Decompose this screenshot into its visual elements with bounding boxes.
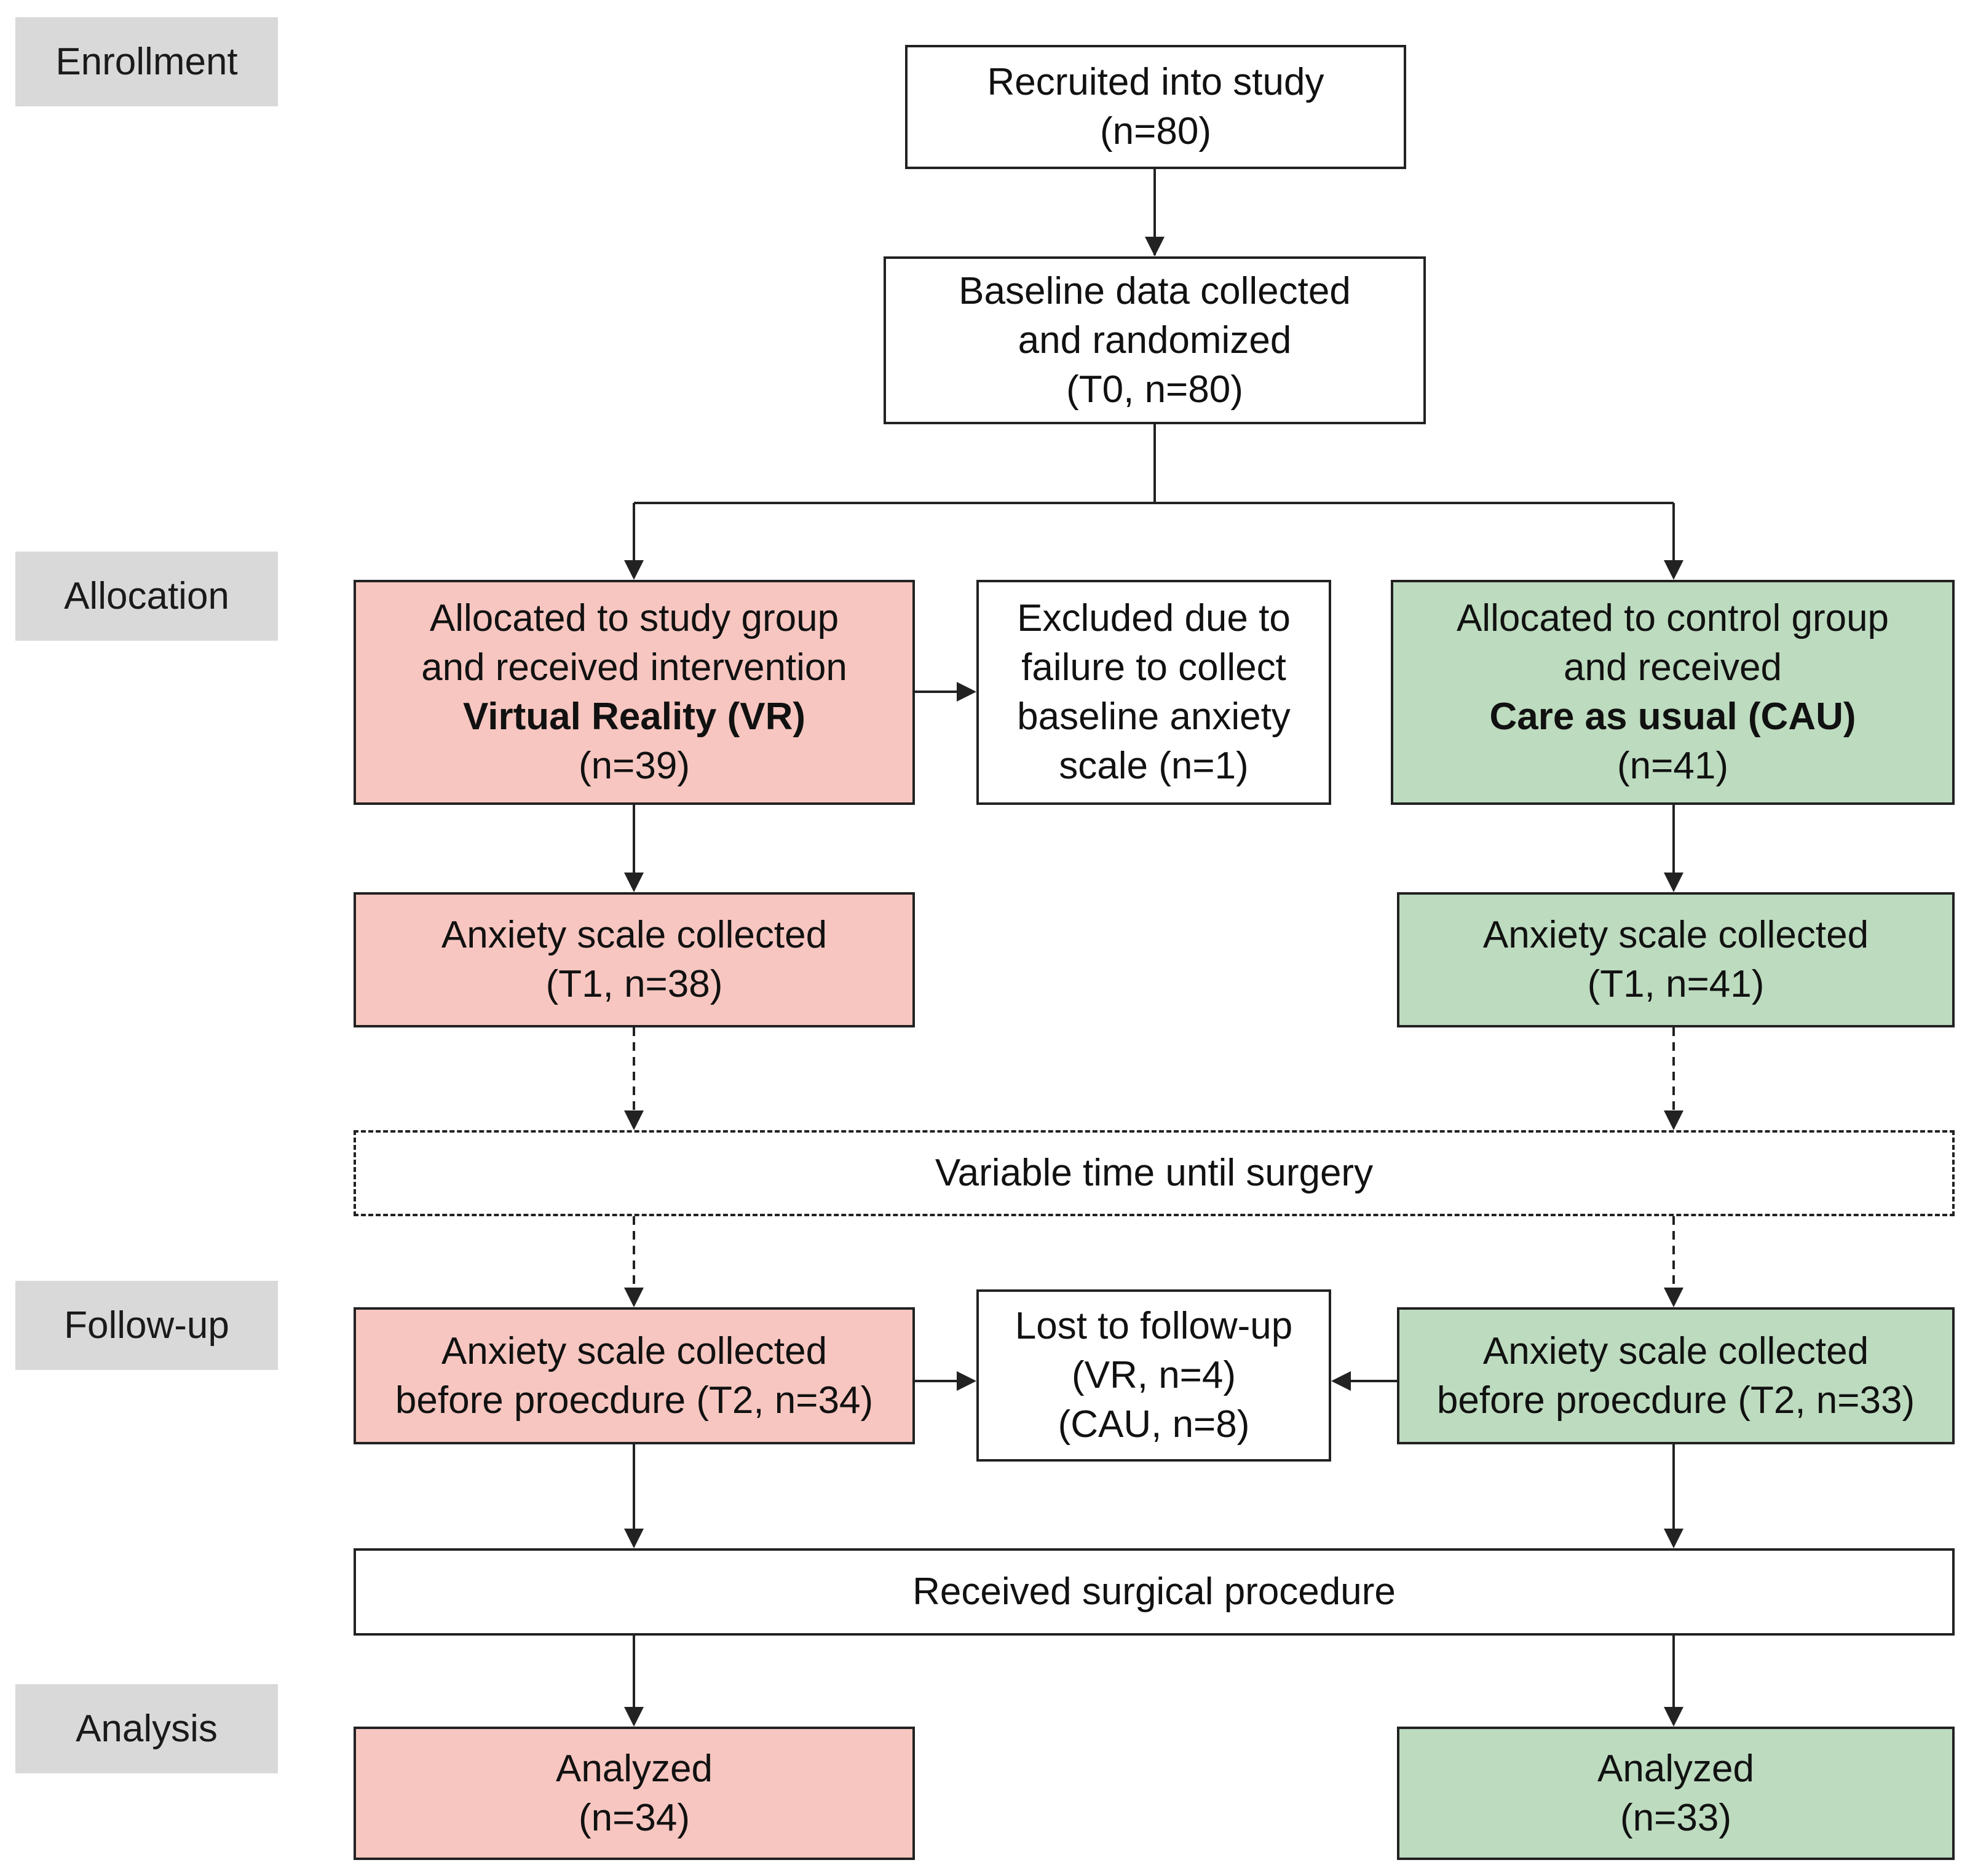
arrowhead-control-t2 bbox=[1664, 1288, 1683, 1307]
arrowhead-surgery-left bbox=[624, 1529, 644, 1548]
control-t2-label: Anxiety scale collected bbox=[1482, 1329, 1869, 1372]
lost-label: Lost to follow-up bbox=[1015, 1305, 1293, 1347]
study-group-intervention: Virtual Reality (VR) bbox=[462, 695, 805, 738]
study-t2-label: Anxiety scale collected bbox=[441, 1329, 828, 1372]
excluded-box: Excluded due to failure to collect basel… bbox=[976, 580, 1331, 805]
phase-label-allocation: Allocation bbox=[15, 552, 278, 641]
arrowhead-study-t1 bbox=[624, 873, 644, 892]
arrowhead-study-t2 bbox=[624, 1288, 644, 1307]
arrowhead-variable-right bbox=[1664, 1110, 1683, 1130]
phase-label-follow-up: Follow-up bbox=[15, 1281, 278, 1370]
control-analyzed-box: Analyzed (n=33) bbox=[1397, 1727, 1955, 1860]
arrowhead-lost-left bbox=[957, 1371, 976, 1391]
control-group-line1: Allocated to control group bbox=[1456, 597, 1889, 639]
variable-time-box: Variable time until surgery bbox=[354, 1130, 1955, 1216]
control-t1-box: Anxiety scale collected (T1, n=41) bbox=[1397, 892, 1955, 1027]
control-group-line2: and received bbox=[1563, 646, 1782, 689]
study-t2-box: Anxiety scale collected before proecdure… bbox=[354, 1307, 915, 1444]
control-group-count: (n=41) bbox=[1617, 745, 1728, 787]
lost-to-follow-up-box: Lost to follow-up (VR, n=4) (CAU, n=8) bbox=[976, 1289, 1331, 1462]
arrowhead-study-analyzed bbox=[624, 1707, 644, 1727]
lost-vr-count: (VR, n=4) bbox=[1071, 1354, 1236, 1396]
arrowhead-surgery-right bbox=[1664, 1529, 1683, 1548]
study-t1-count: (T1, n=38) bbox=[545, 963, 723, 1005]
recruited-count: (n=80) bbox=[1100, 110, 1211, 152]
control-t2-box: Anxiety scale collected before proecdure… bbox=[1397, 1307, 1955, 1444]
excluded-count: scale (n=1) bbox=[1059, 745, 1249, 787]
surgery-box: Received surgical procedure bbox=[354, 1548, 1955, 1636]
study-group-count: (n=39) bbox=[579, 745, 690, 787]
arrowhead-control-t1 bbox=[1664, 873, 1683, 892]
control-group-intervention: Care as usual (CAU) bbox=[1489, 695, 1856, 738]
arrowhead-variable-left bbox=[624, 1110, 644, 1130]
arrowhead-control-analyzed bbox=[1664, 1707, 1683, 1727]
baseline-count: (T0, n=80) bbox=[1066, 368, 1243, 411]
study-group-box: Allocated to study group and received in… bbox=[354, 580, 915, 805]
lost-cau-count: (CAU, n=8) bbox=[1058, 1403, 1250, 1446]
study-analyzed-count: (n=34) bbox=[579, 1796, 690, 1839]
arrowhead-study-group bbox=[624, 560, 644, 580]
study-group-line2: and received intervention bbox=[421, 646, 847, 689]
excluded-line1: Excluded due to bbox=[1017, 597, 1291, 639]
recruited-label: Recruited into study bbox=[987, 61, 1324, 103]
excluded-line3: baseline anxiety bbox=[1017, 695, 1291, 738]
study-analyzed-label: Analyzed bbox=[555, 1747, 713, 1790]
control-t2-count: before proecdure (T2, n=33) bbox=[1436, 1379, 1915, 1422]
study-analyzed-box: Analyzed (n=34) bbox=[354, 1727, 915, 1860]
surgery-label: Received surgical procedure bbox=[912, 1570, 1396, 1613]
arrowhead-baseline bbox=[1145, 237, 1165, 256]
study-group-line1: Allocated to study group bbox=[429, 597, 839, 639]
study-t1-box: Anxiety scale collected (T1, n=38) bbox=[354, 892, 915, 1027]
control-t1-label: Anxiety scale collected bbox=[1482, 914, 1869, 956]
arrowhead-control-group bbox=[1664, 560, 1683, 580]
phase-label-analysis: Analysis bbox=[15, 1684, 278, 1773]
arrowhead-lost-right bbox=[1331, 1371, 1351, 1391]
excluded-line2: failure to collect bbox=[1021, 646, 1286, 689]
baseline-label-line2: and randomized bbox=[1018, 319, 1292, 362]
study-t2-count: before proecdure (T2, n=34) bbox=[395, 1379, 874, 1422]
phase-label-enrollment: Enrollment bbox=[15, 17, 278, 106]
baseline-label-line1: Baseline data collected bbox=[959, 269, 1351, 312]
control-analyzed-count: (n=33) bbox=[1620, 1796, 1731, 1839]
control-group-box: Allocated to control group and received … bbox=[1391, 580, 1955, 805]
variable-time-label: Variable time until surgery bbox=[935, 1152, 1374, 1194]
control-t1-count: (T1, n=41) bbox=[1587, 963, 1765, 1005]
recruited-box: Recruited into study (n=80) bbox=[905, 45, 1406, 169]
control-analyzed-label: Analyzed bbox=[1597, 1747, 1755, 1790]
baseline-box: Baseline data collected and randomized (… bbox=[884, 256, 1426, 424]
arrowhead-excluded bbox=[957, 682, 976, 702]
study-t1-label: Anxiety scale collected bbox=[441, 914, 828, 956]
